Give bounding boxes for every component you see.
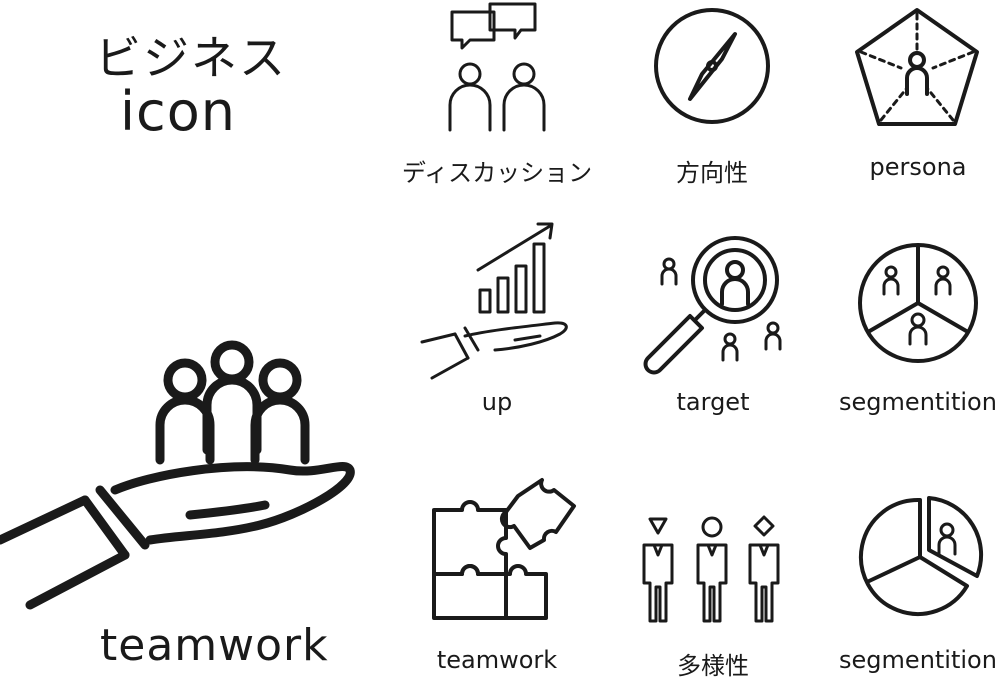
page-title-en: icon xyxy=(120,80,236,143)
icon-label-segment-pie: segmentition xyxy=(839,646,997,674)
icon-label-puzzle: teamwork xyxy=(436,646,558,674)
icon-label-discussion: ディスカッション xyxy=(401,159,593,187)
target-search-icon xyxy=(640,232,790,377)
icon-label-persona: persona xyxy=(869,153,967,181)
puzzle-icon xyxy=(430,476,580,626)
hero-label: teamwork xyxy=(100,620,329,671)
icon-label-up: up xyxy=(481,388,513,416)
icon-label-diversity: 多様性 xyxy=(677,652,749,680)
segmentation-icon xyxy=(855,240,981,366)
hand-holding-team-icon xyxy=(0,340,360,620)
page-title-jp: ビジネス xyxy=(95,31,287,85)
diversity-icon xyxy=(632,515,792,625)
growth-chart-hand-icon xyxy=(420,218,575,383)
segment-pie-icon xyxy=(857,494,983,620)
compass-icon xyxy=(650,4,774,128)
icon-label-segmentation: segmentition xyxy=(839,388,997,416)
discussion-icon xyxy=(440,0,550,135)
icon-label-compass: 方向性 xyxy=(676,159,748,187)
persona-icon xyxy=(855,6,980,131)
icon-label-target: target xyxy=(676,388,750,416)
